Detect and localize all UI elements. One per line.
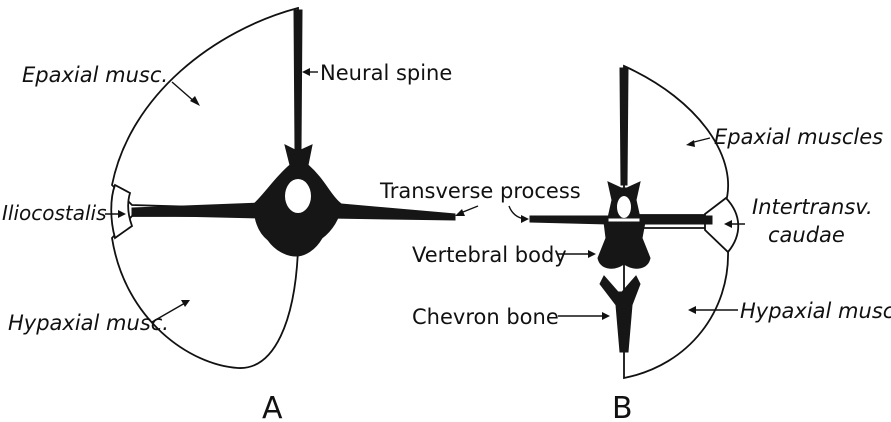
arrow-head xyxy=(302,68,310,76)
label-transverse-process: Transverse process xyxy=(379,179,581,203)
label-iliocostalis: Iliocostalis xyxy=(2,201,107,225)
label-chevron-bone: Chevron bone xyxy=(412,305,559,329)
panel-b-vertebral-body xyxy=(598,222,650,268)
panel-b-cross-section xyxy=(530,66,738,378)
panel-a-neural-spine xyxy=(294,10,302,150)
panel-a-epaxial-muscle-outline xyxy=(112,8,298,207)
label-epaxial-musc: Epaxial musc. xyxy=(22,63,168,87)
label-hypaxial-musc-a: Hypaxial musc. xyxy=(8,311,169,335)
arrow-head xyxy=(588,250,596,258)
label-neural-spine: Neural spine xyxy=(320,61,452,85)
panel-a-transverse-process-right xyxy=(330,203,455,220)
panel-b-epaxial-muscle-outline xyxy=(624,66,728,215)
arrow-head xyxy=(455,209,465,216)
label-intertransv-line2: caudae xyxy=(768,223,845,247)
panel-label-b: B xyxy=(612,391,633,422)
arrow-head xyxy=(602,312,610,320)
panel-a-neural-canal xyxy=(285,179,311,213)
label-intertransv-line1: Intertransv. xyxy=(752,195,873,219)
label-vertebral-body: Vertebral body xyxy=(412,243,567,267)
panel-b-transverse-process-right xyxy=(640,216,712,224)
arrow-head xyxy=(521,215,529,223)
panel-b-transverse-process-left xyxy=(530,216,608,224)
panel-label-a: A xyxy=(262,391,283,422)
panel-b-neural-canal xyxy=(617,196,631,218)
label-hypaxial-musc-b: Hypaxial musc. xyxy=(740,299,891,323)
panel-b-neural-spine xyxy=(620,68,628,185)
label-epaxial-muscles: Epaxial muscles xyxy=(714,125,883,149)
